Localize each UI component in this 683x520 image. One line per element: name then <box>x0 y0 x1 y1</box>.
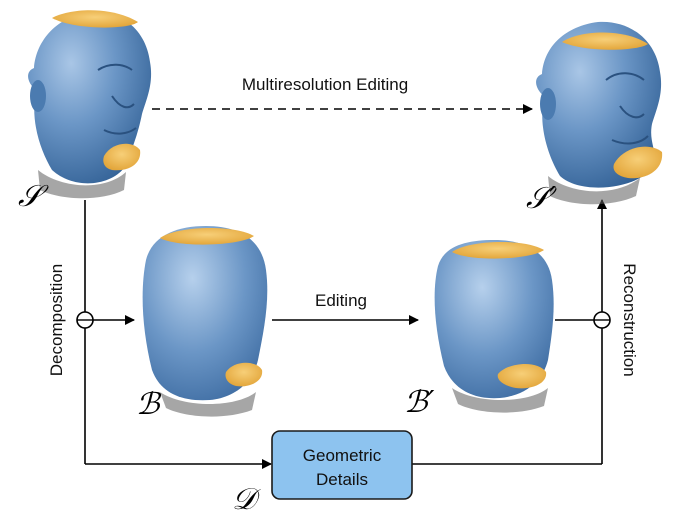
multiresolution-editing-label: Multiresolution Editing <box>242 75 408 94</box>
junctions <box>76 311 611 329</box>
edited-base-symbol: ℬ′ <box>404 385 435 420</box>
edited-base-shape-mesh <box>434 240 554 413</box>
base-symbol: ℬ <box>136 387 162 422</box>
reconstruction-label: Reconstruction <box>620 263 639 376</box>
result-head-mesh <box>536 21 663 205</box>
source-head-mesh <box>28 10 152 199</box>
editing-label: Editing <box>315 291 367 310</box>
details-box-line2: Details <box>316 470 368 489</box>
geometric-details-box: Geometric Details <box>271 430 413 500</box>
base-shape-mesh <box>142 226 268 417</box>
result-symbol: 𝒮′ <box>526 181 557 216</box>
details-symbol: 𝒟 <box>232 482 261 517</box>
decomposition-label: Decomposition <box>47 264 66 376</box>
connectors <box>84 104 607 469</box>
details-box-line1: Geometric <box>303 446 382 465</box>
